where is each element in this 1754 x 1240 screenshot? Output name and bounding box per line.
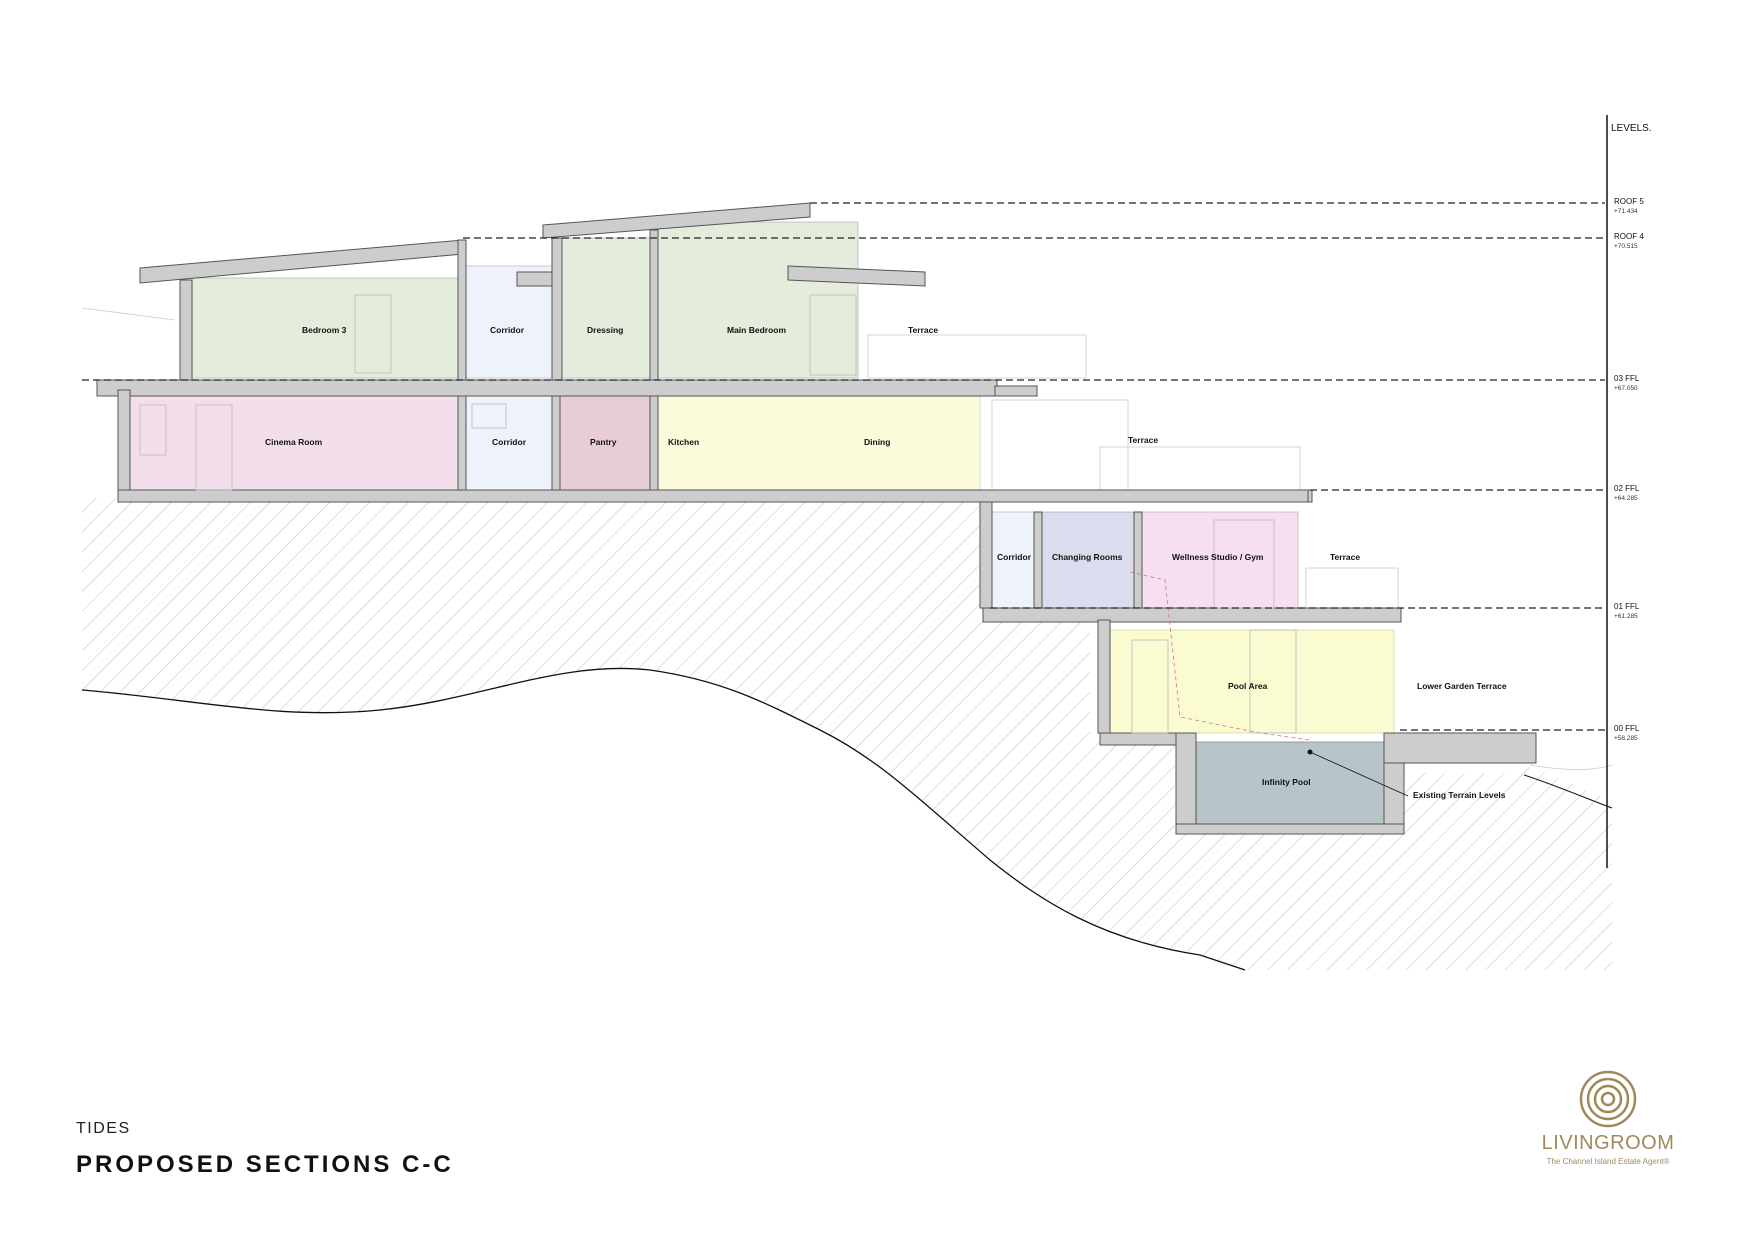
label-infinity-pool: Infinity Pool [1262,777,1311,787]
window-lines [139,294,1297,734]
level-01-name: 01 FFL [1614,602,1640,611]
level-roof4-name: ROOF 4 [1614,232,1644,241]
level-roof5-name: ROOF 5 [1614,197,1644,206]
room-cinema [129,395,459,491]
level-02-name: 02 FFL [1614,484,1640,493]
pool-wall-left [1175,732,1197,834]
label-bedroom3: Bedroom 3 [302,325,347,335]
label-existing-terrain: Existing Terrain Levels [1413,790,1506,800]
level-03-name: 03 FFL [1614,374,1640,383]
room-dressing [561,237,651,379]
room-kitchen-dining [657,395,981,491]
label-lower-garden-terrace: Lower Garden Terrace [1417,681,1507,691]
level-00-name: 00 FFL [1614,724,1640,733]
terrain-faint [81,307,1613,770]
wall-02-a [457,395,467,491]
roof-main-canopy [787,265,926,287]
wall-left-02 [117,389,131,491]
wall-00-left [1097,619,1111,734]
wall-02-b [551,395,561,491]
room-corridor-mid [465,395,553,491]
terrain-leader-line [1309,751,1409,797]
levels-header: LEVELS. [1611,123,1652,134]
wall-left-03 [179,279,193,381]
pool-floor [1175,823,1405,835]
label-pool-area: Pool Area [1228,681,1268,691]
level-roof4-value: +70.515 [1614,243,1638,250]
brand-name: LIVINGROOM [1541,1132,1675,1154]
label-main-bedroom: Main Bedroom [727,325,786,335]
label-kitchen: Kitchen [668,437,699,447]
wall-dressing-03 [551,237,563,381]
room-pool-area [1109,629,1395,734]
infinity-pool [1195,741,1385,825]
label-corridor-low: Corridor [997,552,1032,562]
wall-01-left [979,501,993,609]
terrace-mid-rail [991,399,1129,491]
roof-main [542,202,811,239]
concentric-circles-icon [1579,1070,1637,1128]
label-corridor-mid: Corridor [492,437,527,447]
project-name: TIDES [76,1120,131,1137]
roof-corridor-step [516,271,556,287]
pool-wall-right [1383,762,1405,834]
label-dressing: Dressing [587,325,623,335]
sheet-title: PROPOSED SECTIONS C-C [76,1151,454,1178]
slab-00-terrace [1383,732,1537,764]
slab-01 [982,607,1402,623]
level-roof5-value: +71.434 [1614,208,1638,215]
roof-bedroom3 [139,239,464,284]
level-02-value: +64.285 [1614,495,1638,502]
slab-02-terrace [1307,489,1313,503]
level-03-value: +67.050 [1614,385,1638,392]
label-terrace-mid: Terrace [1128,435,1158,445]
red-dash [1129,571,1311,741]
terrace-mid-rail-2 [1099,446,1301,491]
level-datums [82,202,1605,731]
wall-01-b [1133,511,1143,609]
label-dining: Dining [864,437,890,447]
brand-tagline: The Channel Island Estate Agent® [1546,1157,1670,1166]
wall-01-a [1033,511,1043,609]
room-corridor-top [465,265,553,379]
slab-03 [96,379,998,397]
existing-terrain-line [81,667,1246,971]
label-pantry: Pantry [590,437,617,447]
label-changing-rooms: Changing Rooms [1052,552,1123,562]
label-cinema-room: Cinema Room [265,437,323,447]
label-terrace-low: Terrace [1330,552,1360,562]
terrace-top-rail [867,334,1087,379]
wall-02-c [649,395,659,491]
brand-logo: LIVINGROOM The Channel Island Estate Age… [1528,1070,1688,1166]
label-wellness: Wellness Studio / Gym [1172,552,1264,562]
terrace-low-rail [1305,567,1399,609]
label-corridor-top: Corridor [490,325,525,335]
room-main-bedroom [657,221,859,379]
room-wellness [1141,511,1299,609]
level-01-value: +61.285 [1614,613,1638,620]
wall-corridor-03 [457,239,467,381]
structure [96,202,1537,835]
room-bedroom3 [191,277,459,379]
label-terrace-top: Terrace [908,325,938,335]
slab-03-terrace [994,385,1038,397]
ground-hatch [82,498,1612,970]
wall-main-03 [649,229,659,381]
slab-02 [117,489,1309,503]
level-00-value: +58.285 [1614,735,1638,742]
terrain-right [1523,774,1613,809]
room-changing [1041,511,1135,609]
